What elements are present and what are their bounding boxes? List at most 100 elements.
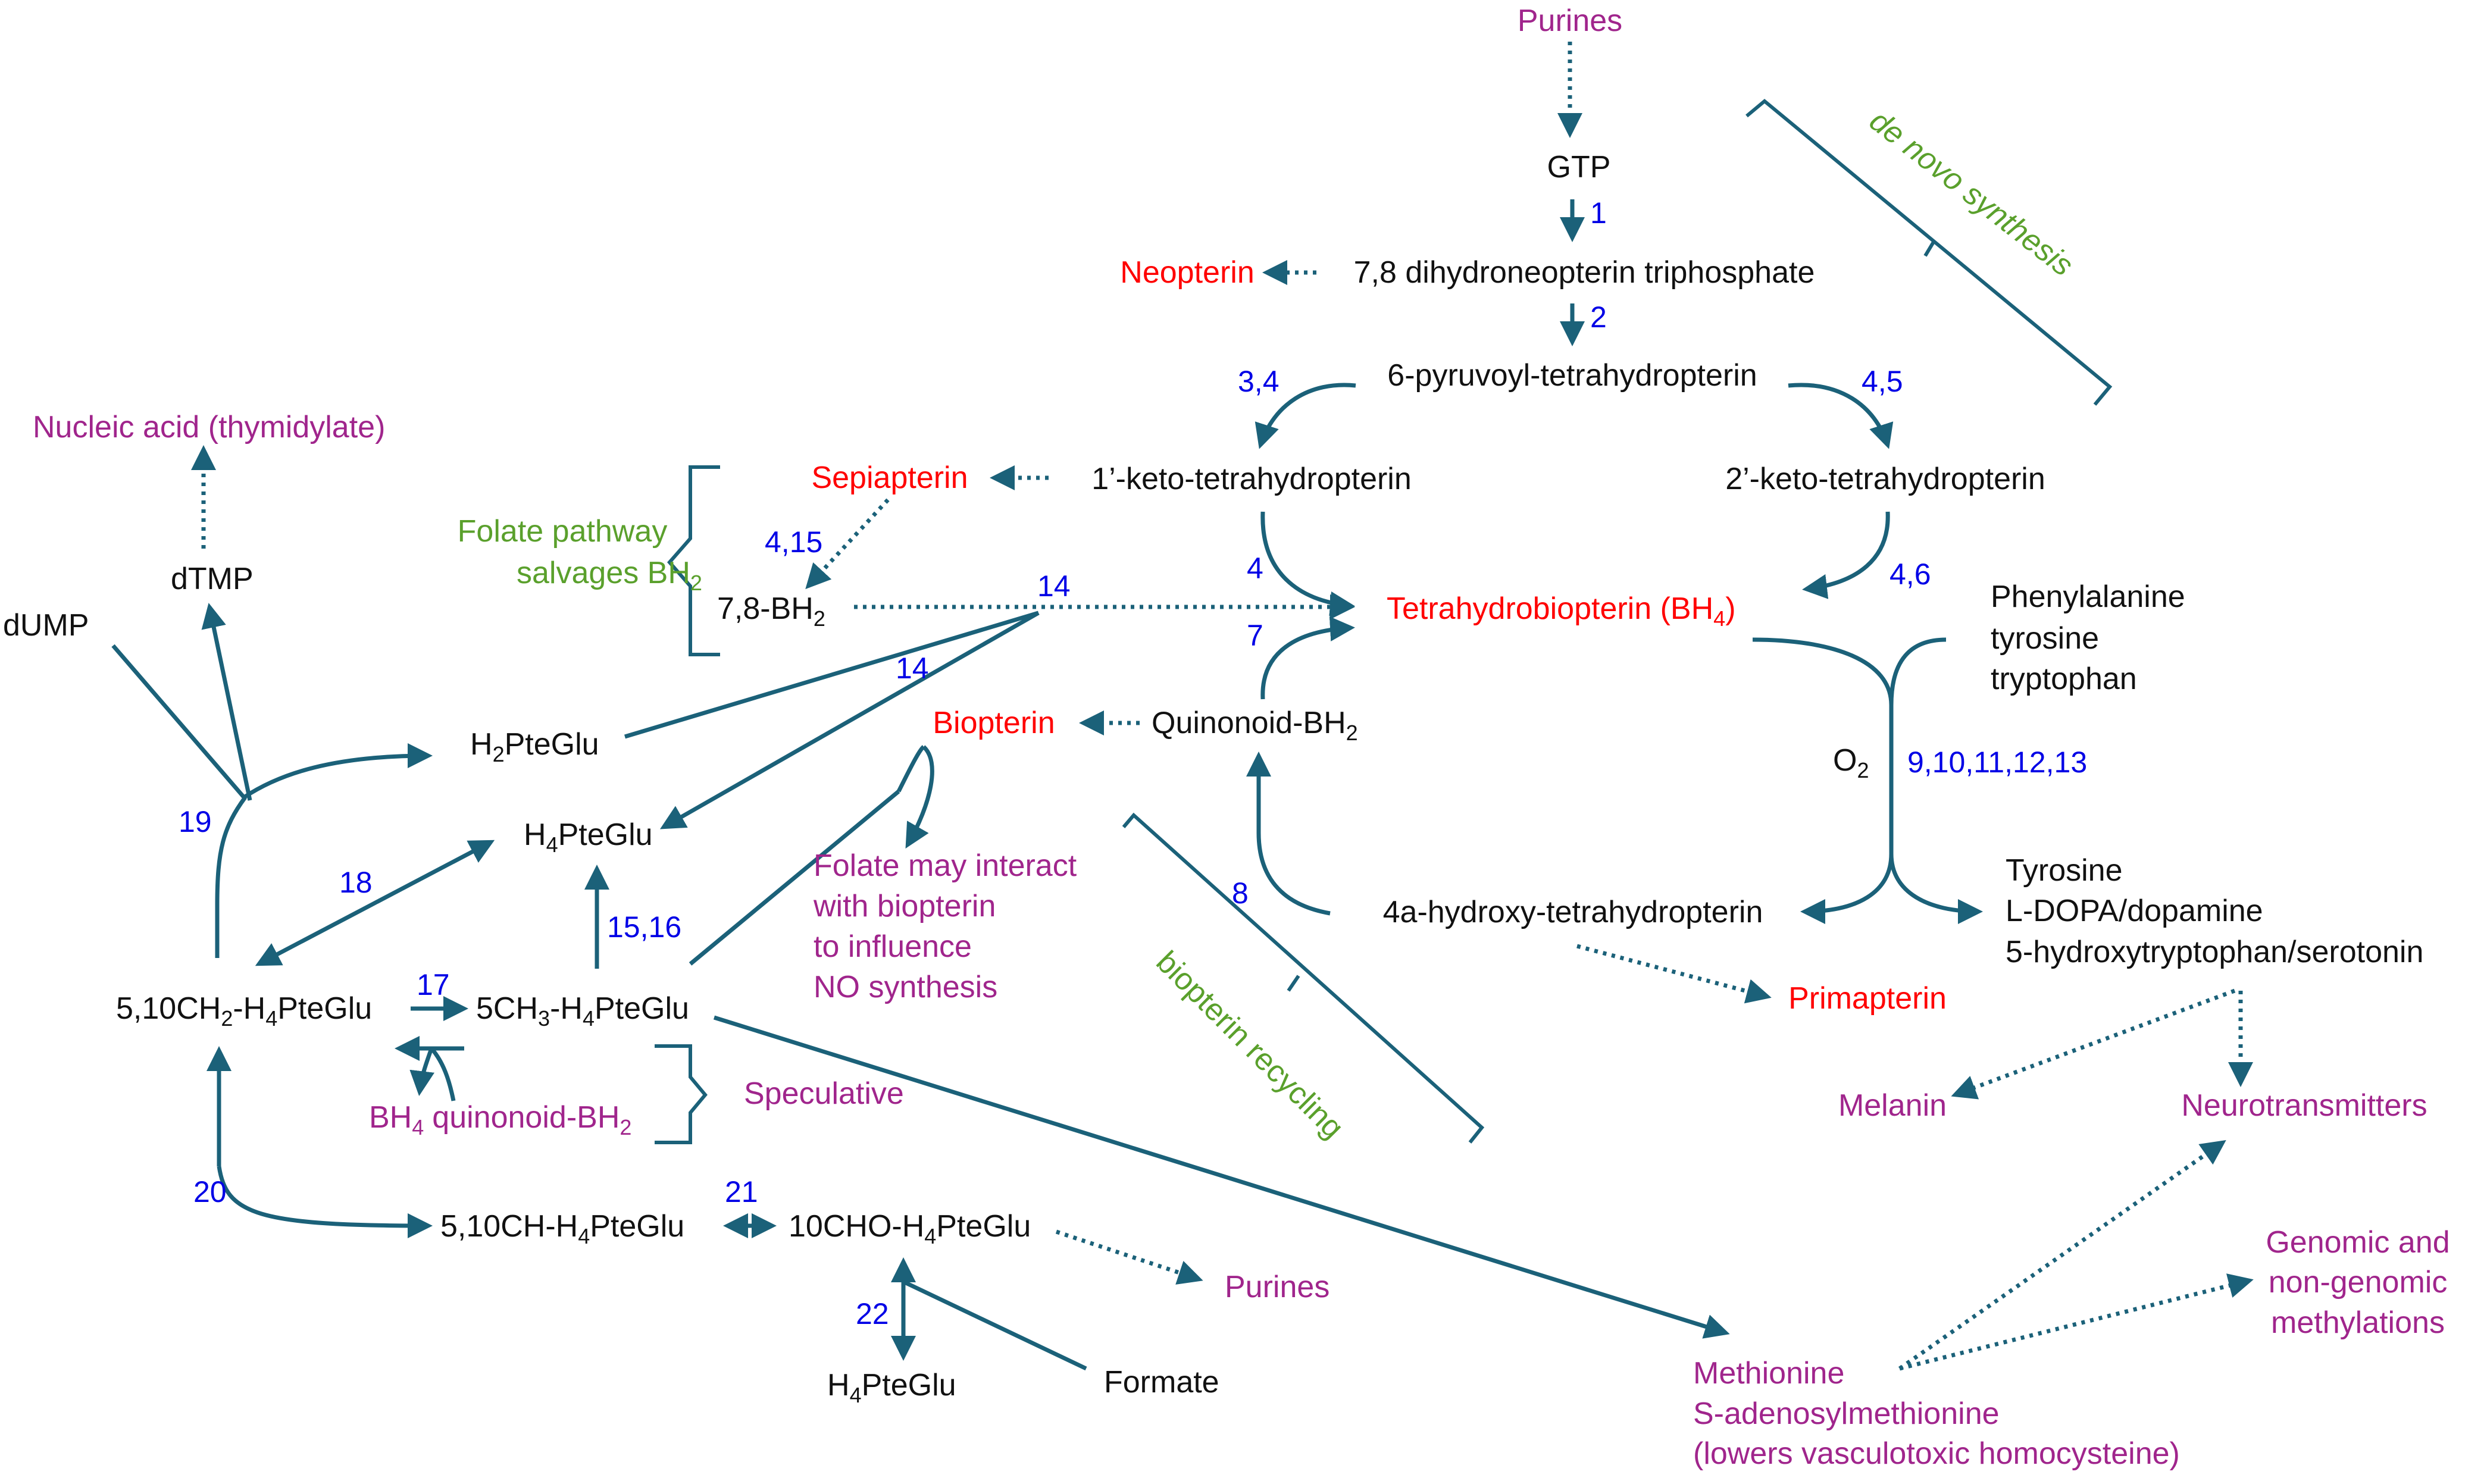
arrow-19-dtmp — [201, 603, 252, 801]
node-speculative: Speculative — [744, 1076, 904, 1111]
node-pyruvoyl: 6-pyruvoyl-tetrahydropterin — [1387, 358, 1757, 393]
enzyme-1: 1 — [1590, 196, 1607, 230]
line-formate-22 — [903, 1280, 1087, 1371]
node-dump: dUMP — [3, 608, 89, 643]
node-aa-out-2: L-DOPA/dopamine — [2006, 894, 2263, 928]
node-aa-in-1: Phenylalanine — [1991, 580, 2185, 614]
bracket-recycling-label: biopterin recycling — [1150, 944, 1350, 1145]
enzyme-21: 21 — [725, 1175, 758, 1209]
enzyme-3-4: 3,4 — [1238, 365, 1280, 398]
arrow-sepiapterin-bh2 — [805, 498, 890, 590]
enzyme-14b: 14 — [896, 652, 929, 685]
node-methionine-3: (lowers vasculotoxic homocysteine) — [1693, 1436, 2180, 1471]
arrow-ch3-methionine — [713, 1015, 1730, 1339]
enzyme-17: 17 — [417, 968, 450, 1001]
node-formate: Formate — [1104, 1365, 1219, 1400]
node-methionine-1: Methionine — [1693, 1356, 1844, 1391]
arrow-dump-19 — [111, 644, 246, 799]
enzyme-18: 18 — [339, 866, 373, 899]
line-spec-quinonoid — [430, 1047, 456, 1101]
line-h2pteglu-14 — [624, 610, 1040, 739]
arrow-hydroxy-primapterin — [1576, 944, 1772, 1004]
node-methylations-2: non-genomic — [2269, 1265, 2448, 1300]
enzyme-19: 19 — [179, 805, 212, 838]
node-gtp: GTP — [1547, 150, 1611, 184]
arrow-20-right — [217, 1166, 433, 1238]
node-h4pteglu-bottom: H4PteGlu — [827, 1368, 956, 1407]
arrow-keto1-bh4 — [1260, 511, 1355, 616]
node-aa-out-3: 5-hydroxytryptophan/serotonin — [2006, 935, 2423, 969]
node-nucleic-acid: Nucleic acid (thymidylate) — [33, 410, 385, 444]
node-h4pteglu: H4PteGlu — [524, 818, 653, 857]
node-purines-bottom: Purines — [1225, 1270, 1329, 1304]
node-methylations-1: Genomic and — [2266, 1225, 2450, 1260]
node-o2: O2 — [1833, 743, 1869, 782]
enzyme-22: 22 — [856, 1297, 889, 1330]
node-methylations-3: methylations — [2271, 1305, 2445, 1340]
line-ch3-folateinteract — [689, 790, 900, 966]
arrow-spec-down — [409, 1047, 435, 1096]
enzyme-15-16: 15,16 — [607, 910, 681, 944]
node-4a-hydroxy: 4a-hydroxy-tetrahydropterin — [1383, 895, 1763, 929]
arrow-pyruvoyl-keto1 — [1255, 383, 1356, 449]
node-keto2: 2’-keto-tetrahydropterin — [1725, 462, 2045, 496]
arrow-pyruvoyl-keto2 — [1788, 383, 1894, 449]
node-primapterin: Primapterin — [1788, 981, 1947, 1016]
arrow-quinonoid-bh4 — [1260, 616, 1355, 700]
enzyme-4-6: 4,6 — [1890, 558, 1931, 591]
enzyme-8: 8 — [1232, 876, 1249, 910]
node-cho-h4pteglu: 10CHO-H4PteGlu — [789, 1209, 1031, 1248]
node-ch3-h4pteglu: 5CH3-H4PteGlu — [476, 991, 689, 1031]
enzyme-20: 20 — [193, 1175, 227, 1209]
line-19-ch2 — [215, 796, 247, 958]
line-biopterin-curve — [896, 745, 925, 793]
node-quinonoid-bh2: Quinonoid-BH2 — [1152, 706, 1358, 745]
node-aa-out-1: Tyrosine — [2006, 853, 2123, 888]
brackets — [655, 99, 2113, 1144]
node-sepiapterin: Sepiapterin — [811, 461, 968, 495]
node-keto1: 1’-keto-tetrahydropterin — [1091, 462, 1412, 496]
enzyme-4-5: 4,5 — [1862, 365, 1903, 398]
node-ch2-h4pteglu: 5,10CH2-H4PteGlu — [116, 991, 372, 1031]
enzyme-4-15: 4,15 — [765, 525, 822, 559]
arrow-to-hydroxy — [1800, 853, 1894, 924]
arrow-products-melanin — [1951, 988, 2236, 1100]
node-dhnp-triphosphate: 7,8 dihydroneopterin triphosphate — [1354, 255, 1815, 290]
connectors — [111, 42, 2254, 1371]
enzyme-4: 4 — [1247, 552, 1263, 585]
node-melanin: Melanin — [1838, 1088, 1947, 1123]
arrow-cho-purines — [1055, 1229, 1203, 1285]
arrow-14-h4pteglu — [659, 610, 1040, 829]
arrow-to-products — [1889, 853, 1983, 924]
node-dtmp: dTMP — [171, 562, 254, 596]
enzyme-9-13: 9,10,11,12,13 — [1907, 746, 2087, 779]
node-aa-in-2: tyrosine — [1991, 621, 2099, 656]
arrow-biopterin-folateinteract — [905, 745, 934, 849]
node-h2pteglu: H2PteGlu — [470, 727, 599, 766]
note-folate-interact-1: Folate may interact — [814, 849, 1077, 883]
arrow-hydroxy-quinonoid — [1246, 752, 1331, 916]
bracket-recycling-notch — [1287, 975, 1300, 992]
arrow-keto2-bh4 — [1802, 511, 1890, 599]
bracket-salvage — [667, 465, 720, 656]
node-bh2-78: 7,8-BH2 — [717, 591, 825, 631]
enzyme-7: 7 — [1247, 619, 1263, 652]
node-neurotransmitters: Neurotransmitters — [2181, 1088, 2427, 1123]
note-folate-salvage-2: salvages BH2 — [517, 556, 702, 595]
node-ch-h4pteglu: 5,10CH-H4PteGlu — [440, 1209, 684, 1248]
bracket-de-novo-label: de novo synthesis — [1863, 104, 2080, 283]
labels: Purines GTP Neopterin 7,8 dihydroneopter… — [3, 4, 2450, 1471]
bracket-de-novo — [1745, 99, 2113, 406]
enzyme-2: 2 — [1590, 300, 1607, 334]
note-folate-interact-3: to influence — [814, 929, 972, 964]
arrow-methionine-methyl — [1899, 1273, 2254, 1371]
node-biopterin: Biopterin — [933, 706, 1055, 740]
note-folate-interact-2: with biopterin — [813, 889, 996, 923]
arrow-18 — [255, 840, 495, 966]
node-aa-in-3: tryptophan — [1991, 662, 2137, 696]
bracket-speculative — [655, 1044, 708, 1144]
enzyme-numbers: 1 2 3,4 4,5 4,15 4 4,6 7 14 14 8 9,10,11… — [179, 196, 2087, 1330]
bracket-recycling — [1122, 812, 1485, 1144]
